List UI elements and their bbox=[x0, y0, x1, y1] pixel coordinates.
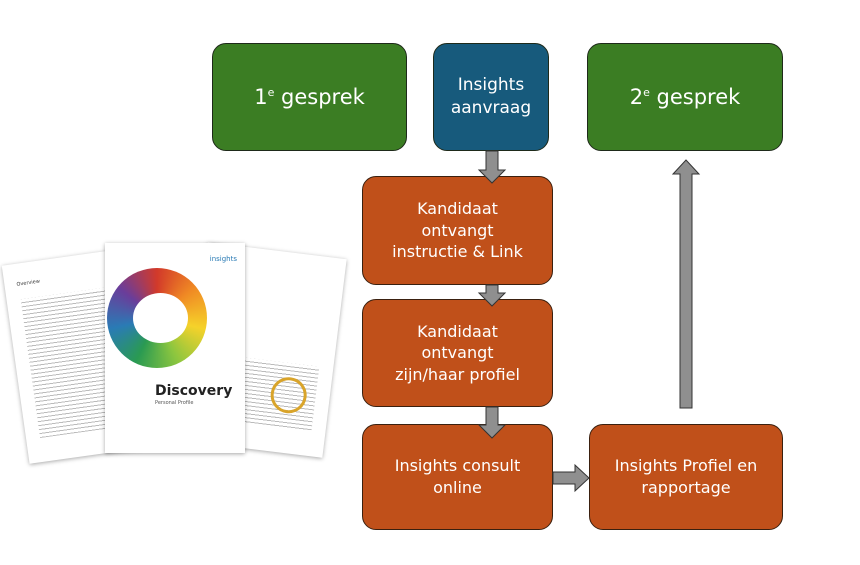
step-label-line: online bbox=[433, 478, 482, 497]
step-label-line: ontvangt bbox=[421, 220, 494, 240]
step-label-line: aanvraag bbox=[450, 98, 532, 118]
step-label-line: ontvangt bbox=[421, 343, 494, 363]
step-second-talk: 2e gesprek bbox=[587, 43, 783, 151]
step-label-line: instructie & Link bbox=[392, 242, 523, 262]
discovery-title: Discovery bbox=[155, 383, 233, 399]
ordinal-suffix: e bbox=[267, 85, 275, 99]
step-label: gesprek bbox=[274, 84, 365, 109]
step-label-line: Kandidaat bbox=[417, 199, 498, 219]
step-label-line: Kandidaat bbox=[417, 321, 498, 341]
arrow-right-icon bbox=[552, 463, 590, 493]
discovery-subtitle: Personal Profile bbox=[155, 400, 194, 406]
step-label-line: Insights bbox=[457, 75, 525, 96]
step-number: 1 bbox=[254, 84, 268, 109]
step-label-line: Insights consult bbox=[394, 456, 521, 476]
insights-logo: insights bbox=[209, 255, 237, 263]
step-profile-report: Insights Profiel en rapportage bbox=[589, 424, 783, 530]
step-first-talk: 1e gesprek bbox=[212, 43, 407, 151]
step-label: gesprek bbox=[649, 84, 741, 109]
documents-image: Overview insights Discovery Personal Pro… bbox=[1, 235, 347, 465]
step-label-line: rapportage bbox=[641, 478, 731, 497]
step-label-line: Insights Profiel en bbox=[614, 456, 758, 476]
step-online-consult: Insights consult online bbox=[362, 424, 553, 530]
step-number: 2 bbox=[629, 84, 644, 109]
doc-page-cover: insights Discovery Personal Profile bbox=[105, 243, 245, 453]
arrow-up-icon bbox=[671, 159, 701, 409]
step-label-line: zijn/haar profiel bbox=[395, 364, 520, 384]
ordinal-suffix: e bbox=[643, 85, 650, 99]
doc-left-heading: Overview bbox=[16, 278, 41, 288]
